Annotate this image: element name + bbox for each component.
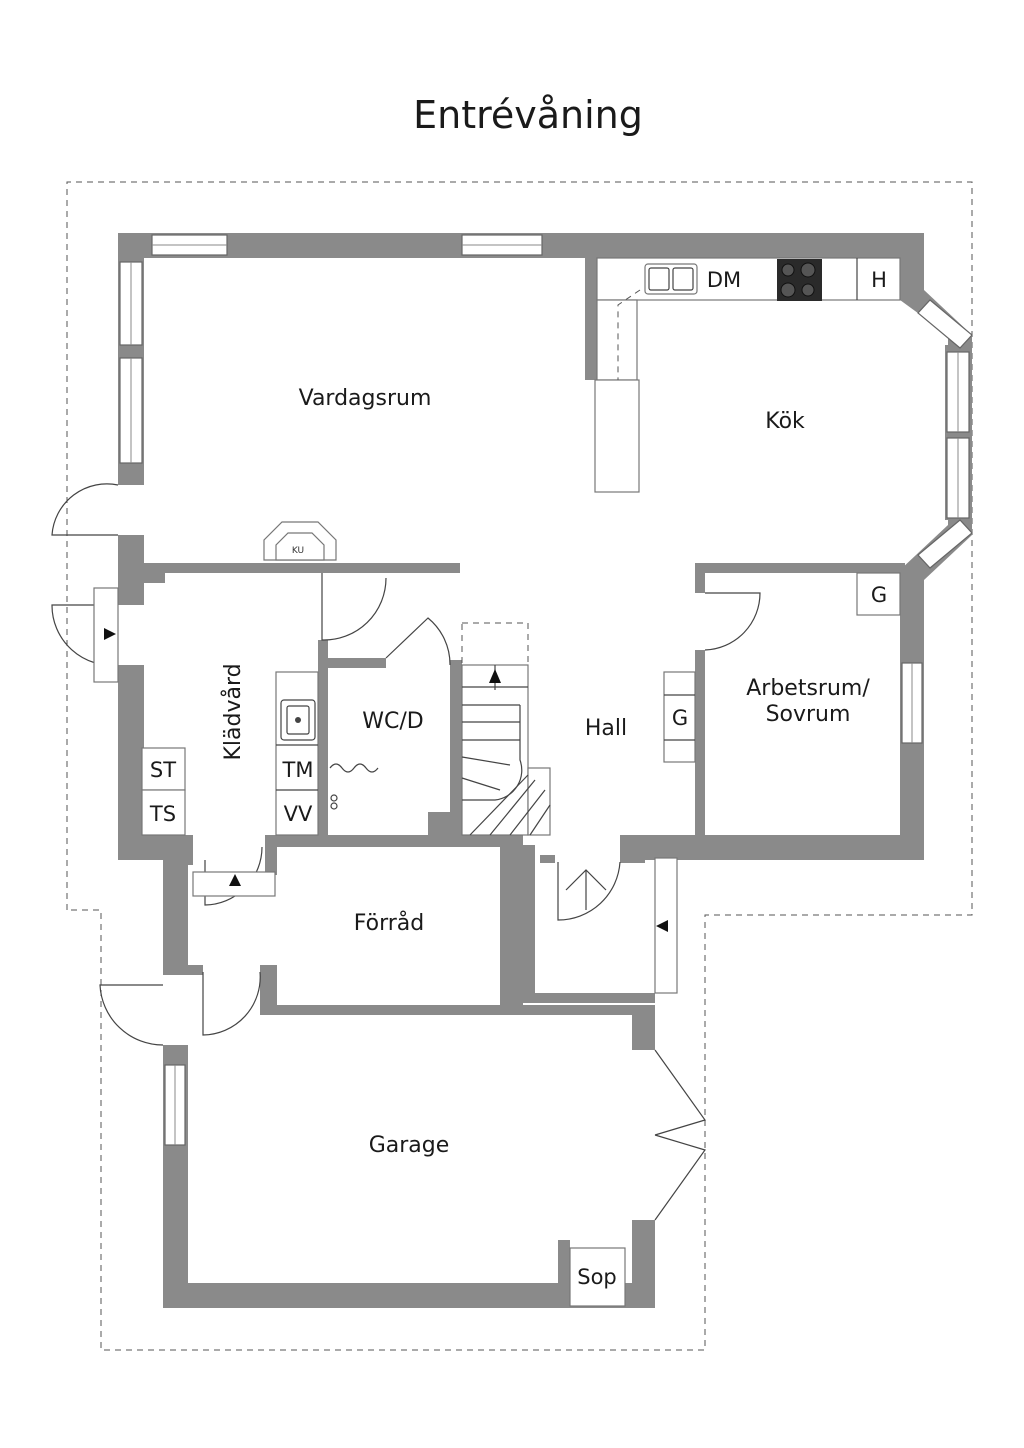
- tumble-dryer-label: TS: [149, 802, 176, 826]
- door-arrow-icon: [229, 874, 241, 886]
- room-label-wcd: WC/D: [362, 709, 423, 734]
- room-label-hall: Hall: [585, 716, 627, 741]
- drying-cabinet-label: ST: [150, 758, 176, 782]
- entry-arrow-icon-2: [656, 920, 668, 932]
- room-label-kladvard: Klädvård: [220, 663, 246, 760]
- staircase: [461, 622, 551, 836]
- cabinet-h-label: H: [871, 268, 887, 292]
- room-label-arbetsrum: Arbetsrum/: [746, 676, 870, 701]
- entry-arrow-icon: [104, 628, 116, 640]
- room-label-sovrum: Sovrum: [766, 702, 851, 727]
- kitchen-counter: [594, 257, 901, 493]
- dishwasher-label: DM: [707, 268, 741, 292]
- wc-fixtures: [329, 763, 379, 810]
- plan-title: Entrévåning: [413, 93, 643, 137]
- stair-arrow-icon: [489, 669, 501, 683]
- fireplace-icon: KU: [263, 521, 337, 561]
- hall-wardrobe-label: G: [672, 706, 688, 730]
- hall-wardrobe-box: [663, 671, 696, 763]
- water-heater-label: VV: [284, 802, 313, 826]
- laundry-fixtures: [141, 671, 319, 836]
- room-label-garage: Garage: [369, 1133, 450, 1158]
- room-label-kok: Kök: [765, 409, 805, 434]
- doors: [51, 483, 761, 1221]
- windows: [119, 234, 973, 1146]
- plot-outline: [66, 181, 973, 1351]
- room-label-forrad: Förråd: [354, 910, 424, 936]
- wardrobe-g-box: [856, 572, 901, 616]
- waste-bin-label: Sop: [577, 1265, 617, 1289]
- room-label-vardagsrum: Vardagsrum: [299, 386, 432, 411]
- fireplace-label: KU: [292, 546, 304, 556]
- waste-bin-box: [569, 1247, 626, 1307]
- wardrobe-g-label: G: [871, 583, 887, 607]
- washing-machine-label: TM: [282, 758, 314, 782]
